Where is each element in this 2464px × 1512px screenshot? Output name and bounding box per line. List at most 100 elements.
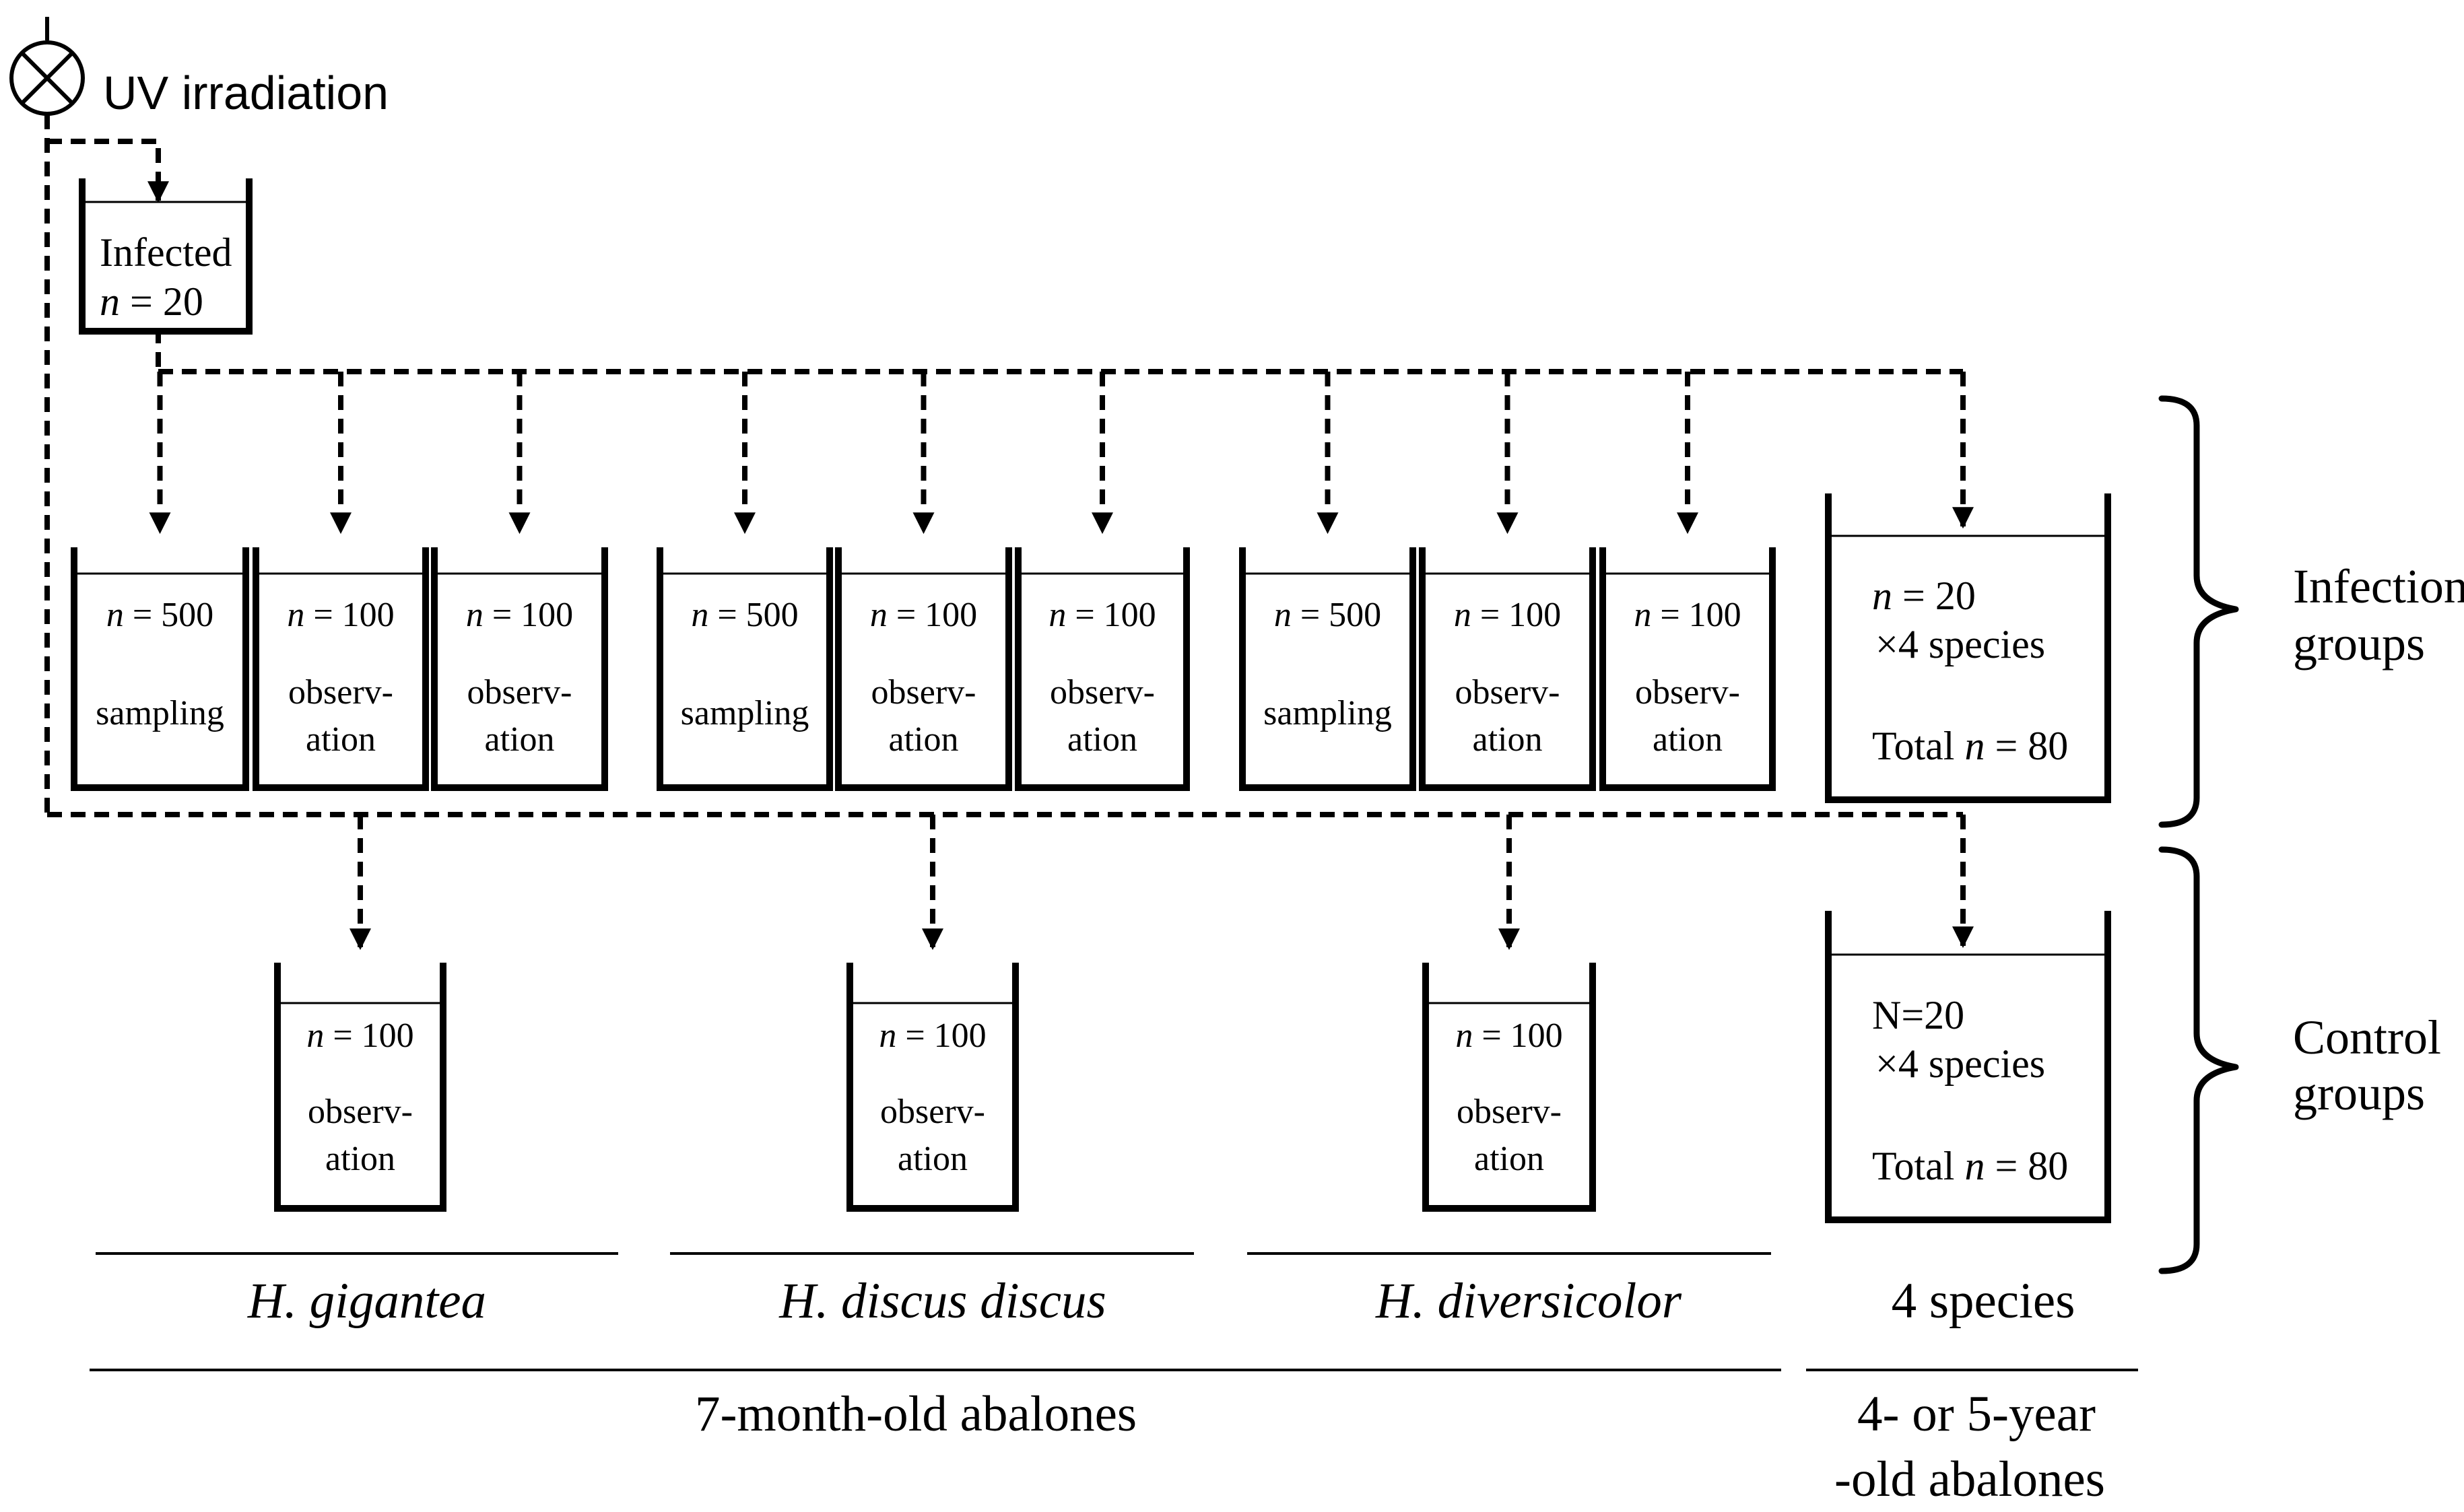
control-tank-count: n = 100 <box>306 1017 413 1055</box>
infection-tank: n = 100 observ-ation <box>1015 547 1190 791</box>
control-tank-label-1: observ- <box>308 1093 413 1131</box>
infection-tank-count-var: n <box>1274 596 1292 634</box>
species-h-discus-discus: H. discus discus <box>778 1273 1106 1329</box>
infection-tank-label-2: ation <box>306 720 376 759</box>
infection-tank-count: n = 100 <box>466 596 573 634</box>
infection-tank-count-value: = 500 <box>708 596 798 634</box>
infection-tank-walls <box>1419 547 1596 791</box>
infection-big-n: n = 20 <box>1872 574 1976 618</box>
infection-tank-count-var: n <box>1454 596 1471 634</box>
infection-tank-label-1: observ- <box>1455 673 1560 712</box>
infection-tank-label-2: ation <box>1067 720 1137 759</box>
flow-drop-arrows <box>149 372 1974 951</box>
control-big-total: Total n = 80 <box>1872 1144 2068 1188</box>
infected-label: Infected <box>100 230 232 275</box>
infection-tank-label-1: sampling <box>1263 694 1392 732</box>
control-big-tank: N=20 ×4 species Total n = 80 <box>1825 911 2111 1223</box>
infection-groups-label-1: Infection <box>2293 559 2464 613</box>
infection-big-tank-walls <box>1825 493 2111 803</box>
infection-tank-walls <box>253 547 429 791</box>
infection-tank-count: n = 100 <box>1634 596 1741 634</box>
infection-tank-label-1: sampling <box>681 694 809 732</box>
infection-tank-count-value: = 500 <box>1292 596 1381 634</box>
control-tank-count: n = 100 <box>1455 1017 1562 1055</box>
infection-big-total: Total n = 80 <box>1872 724 2068 768</box>
infection-tank-count: n = 500 <box>106 596 213 634</box>
uv-irradiation-label: UV irradiation <box>103 67 389 119</box>
infection-tank-count-var: n <box>106 596 124 634</box>
control-big-total-var: n <box>1964 1144 1985 1188</box>
control-tank-label-2: ation <box>1474 1140 1544 1178</box>
infection-tank-label-1: observ- <box>871 673 976 712</box>
control-tank-count-value: = 100 <box>896 1017 986 1055</box>
control-tank-walls <box>274 963 446 1212</box>
control-big-total-value: = 80 <box>1985 1144 2068 1188</box>
infection-tank-label-2: ation <box>889 720 959 759</box>
infection-tank-walls <box>71 547 249 791</box>
control-groups-label-2: groups <box>2293 1066 2425 1120</box>
infected-tank-walls <box>79 178 253 335</box>
control-big-n: N=20 <box>1872 993 1964 1037</box>
infection-tank: n = 500 sampling <box>657 547 833 791</box>
infection-tank-walls <box>1599 547 1776 791</box>
control-tank-label-2: ation <box>325 1140 395 1178</box>
infection-tank-count: n = 500 <box>691 596 798 634</box>
species-four: 4 species <box>1892 1273 2075 1329</box>
infection-big-tank: n = 20 ×4 species Total n = 80 <box>1825 493 2111 803</box>
infection-tank: n = 500 sampling <box>1239 547 1416 791</box>
infected-count-value: = 20 <box>120 279 203 324</box>
flow-connectors <box>44 114 1963 817</box>
control-tank-count: n = 100 <box>879 1017 986 1055</box>
infected-count-var: n <box>100 279 120 324</box>
infection-big-n-var: n <box>1872 574 1892 618</box>
infection-big-total-value: = 80 <box>1985 724 2068 768</box>
infection-tank-count-value: = 100 <box>1651 596 1741 634</box>
control-tank-count-var: n <box>879 1017 896 1055</box>
control-tank-walls <box>846 963 1019 1212</box>
infection-tank-label-2: ation <box>1653 720 1723 759</box>
flow-to-infected <box>47 139 169 203</box>
infection-tank-label-1: observ- <box>1635 673 1740 712</box>
species-row: H. gigantea H. discus discus H. diversic… <box>96 1252 2075 1329</box>
infection-big-total-label: Total <box>1872 724 1964 768</box>
control-groups-label-1: Control <box>2293 1010 2441 1064</box>
species-h-diversicolor: H. diversicolor <box>1375 1273 1682 1329</box>
infection-tank-label-1: observ- <box>1050 673 1155 712</box>
infection-tank-count-value: = 100 <box>1066 596 1156 634</box>
infected-tank: Infected n = 20 <box>79 178 253 335</box>
control-tank-label-1: observ- <box>1457 1093 1562 1131</box>
infection-tank-count-var: n <box>287 596 304 634</box>
infection-tank-count-var: n <box>691 596 708 634</box>
infection-tank-walls <box>1015 547 1190 791</box>
control-tank-count-var: n <box>1455 1017 1473 1055</box>
control-tank-walls <box>1422 963 1596 1212</box>
infection-big-total-var: n <box>1964 724 1985 768</box>
infection-groups-label-2: groups <box>2293 617 2425 671</box>
infection-tank: n = 100 observ-ation <box>1599 547 1776 791</box>
infection-tank: n = 100 observ-ation <box>835 547 1012 791</box>
infection-tank-count-var: n <box>870 596 888 634</box>
infection-tank-count-var: n <box>1048 596 1066 634</box>
infection-tank-count-value: = 100 <box>888 596 977 634</box>
infection-tank-count: n = 100 <box>287 596 394 634</box>
control-big-tank-walls <box>1825 911 2111 1223</box>
infection-tank-label-1: observ- <box>467 673 572 712</box>
infection-big-times: ×4 species <box>1875 622 2045 666</box>
infection-tank-count-value: = 100 <box>484 596 573 634</box>
species-h-gigantea: H. gigantea <box>247 1273 486 1329</box>
infection-tank-count: n = 100 <box>870 596 977 634</box>
infection-tank-count: n = 100 <box>1048 596 1156 634</box>
infection-tank-label-1: sampling <box>96 694 224 732</box>
infection-tank-count: n = 500 <box>1274 596 1381 634</box>
control-tank-count-var: n <box>306 1017 324 1055</box>
infection-tank-walls <box>657 547 833 791</box>
lamp-cross-b <box>20 51 74 105</box>
infection-tank-count-value: = 100 <box>304 596 394 634</box>
infection-tank-walls <box>431 547 608 791</box>
